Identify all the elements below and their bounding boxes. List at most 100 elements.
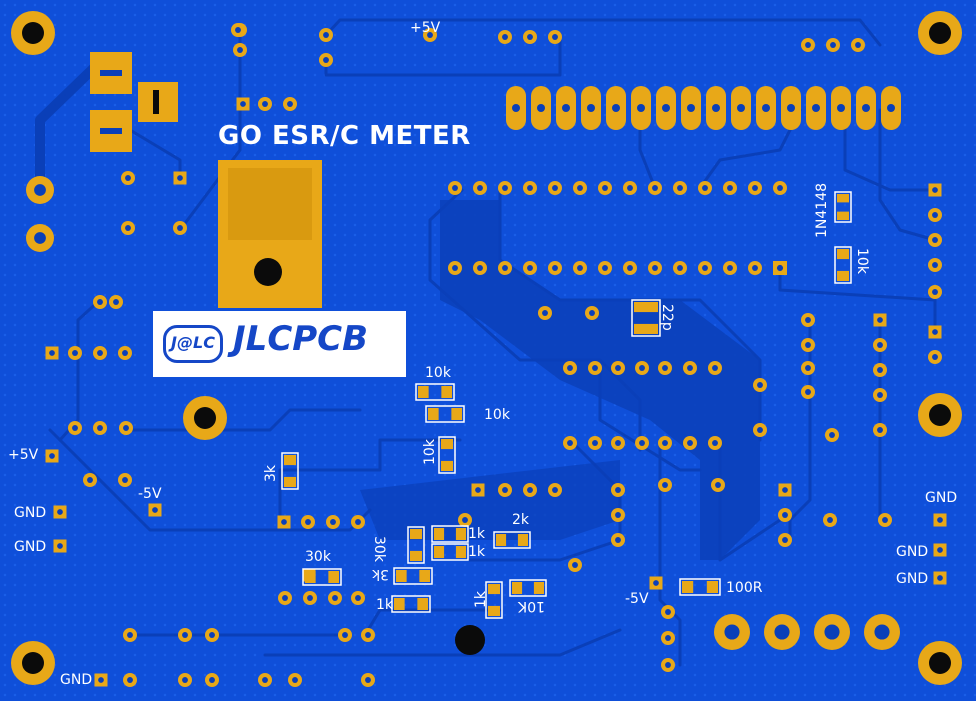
drill-hole — [762, 104, 770, 112]
drill-hole — [777, 185, 783, 191]
smd-outline — [415, 383, 455, 401]
label-r-3k-b: 3k — [372, 566, 390, 582]
mounting-hole — [929, 652, 951, 674]
drill-hole — [209, 632, 215, 638]
drill-hole — [567, 365, 573, 371]
drill-hole — [776, 264, 784, 272]
smd-outline — [302, 568, 342, 586]
drill-hole — [235, 27, 241, 33]
copper-trace — [843, 108, 937, 192]
drill-hole — [527, 487, 533, 493]
smd-outline — [431, 525, 469, 543]
smd-pad — [410, 529, 422, 540]
drill-hole — [932, 262, 938, 268]
drill-hole — [527, 185, 533, 191]
drill-hole — [281, 519, 287, 525]
drill-hole — [752, 185, 758, 191]
drill-hole — [282, 595, 288, 601]
label-c-22p: 22p — [659, 304, 675, 331]
drill-hole — [577, 185, 583, 191]
smd-outline — [407, 526, 425, 564]
drill-hole — [34, 184, 46, 196]
drill-hole — [123, 425, 129, 431]
drill-hole — [662, 440, 668, 446]
drill-hole — [113, 299, 119, 305]
smd-pad — [517, 534, 528, 546]
drill-hole — [477, 265, 483, 271]
smd-pad — [706, 581, 718, 593]
label-plus5v-top: +5V — [410, 20, 441, 36]
drill-hole — [323, 57, 329, 63]
copper-trace — [878, 108, 937, 242]
power-jack-slot — [100, 128, 122, 134]
smd-pad — [419, 570, 430, 582]
drill-hole — [512, 104, 520, 112]
smd-outline — [391, 595, 431, 613]
drill-hole — [262, 677, 268, 683]
drill-hole — [125, 225, 131, 231]
drill-hole — [527, 34, 533, 40]
label-r-1k-d: 1k — [473, 590, 489, 608]
drill-hole — [612, 104, 620, 112]
label-r-10k-d: 10K — [518, 598, 545, 614]
drill-hole — [615, 487, 621, 493]
drill-hole — [615, 537, 621, 543]
copper-trace — [324, 18, 882, 47]
copper-trace — [778, 268, 937, 332]
label-gnd-left-1: GND — [14, 505, 47, 521]
drill-hole — [98, 677, 104, 683]
drill-hole — [874, 624, 890, 640]
smd-outline — [493, 531, 531, 549]
drill-hole — [127, 632, 133, 638]
label-r-30k-b: 30k — [371, 536, 387, 562]
drill-hole — [639, 365, 645, 371]
drill-hole — [687, 440, 693, 446]
smd-pad — [837, 270, 849, 281]
smd-pad — [396, 570, 407, 582]
drill-hole — [805, 389, 811, 395]
drill-hole — [937, 517, 943, 523]
drill-hole — [932, 354, 938, 360]
drill-hole — [342, 632, 348, 638]
drill-hole — [57, 509, 63, 515]
label-r-1k-c: 1k — [376, 597, 394, 613]
drill-hole — [932, 237, 938, 243]
drill-hole — [665, 609, 671, 615]
smd-pad — [428, 408, 439, 420]
mounting-hole — [929, 404, 951, 426]
drill-hole — [72, 350, 78, 356]
drill-hole — [592, 440, 598, 446]
smd-pad — [418, 386, 429, 398]
drill-hole — [292, 677, 298, 683]
drill-hole — [240, 101, 246, 107]
drill-hole — [652, 185, 658, 191]
drill-hole — [727, 265, 733, 271]
drill-hole — [837, 104, 845, 112]
mounting-hole — [929, 22, 951, 44]
smd-outline — [438, 436, 456, 474]
drill-hole — [829, 432, 835, 438]
drill-hole — [787, 104, 795, 112]
drill-hole — [662, 482, 668, 488]
drill-hole — [477, 185, 483, 191]
smd-outline — [485, 581, 503, 619]
smd-pad — [284, 455, 296, 466]
drill-hole — [805, 365, 811, 371]
label-gnd-right-2: GND — [896, 544, 929, 560]
smd-pad — [488, 584, 500, 595]
drill-hole — [462, 517, 468, 523]
smd-pad — [394, 598, 405, 610]
drill-hole — [715, 482, 721, 488]
drill-hole — [502, 487, 508, 493]
drill-hole — [830, 42, 836, 48]
mounting-hole — [455, 625, 485, 655]
drill-hole — [877, 317, 883, 323]
regulator-hole — [254, 258, 282, 286]
drill-hole — [677, 185, 683, 191]
mounting-hole — [194, 407, 216, 429]
smd-pad — [837, 249, 849, 260]
label-gnd-bottom: GND — [60, 672, 93, 688]
drill-hole — [427, 32, 433, 38]
smd-pad — [284, 476, 296, 487]
